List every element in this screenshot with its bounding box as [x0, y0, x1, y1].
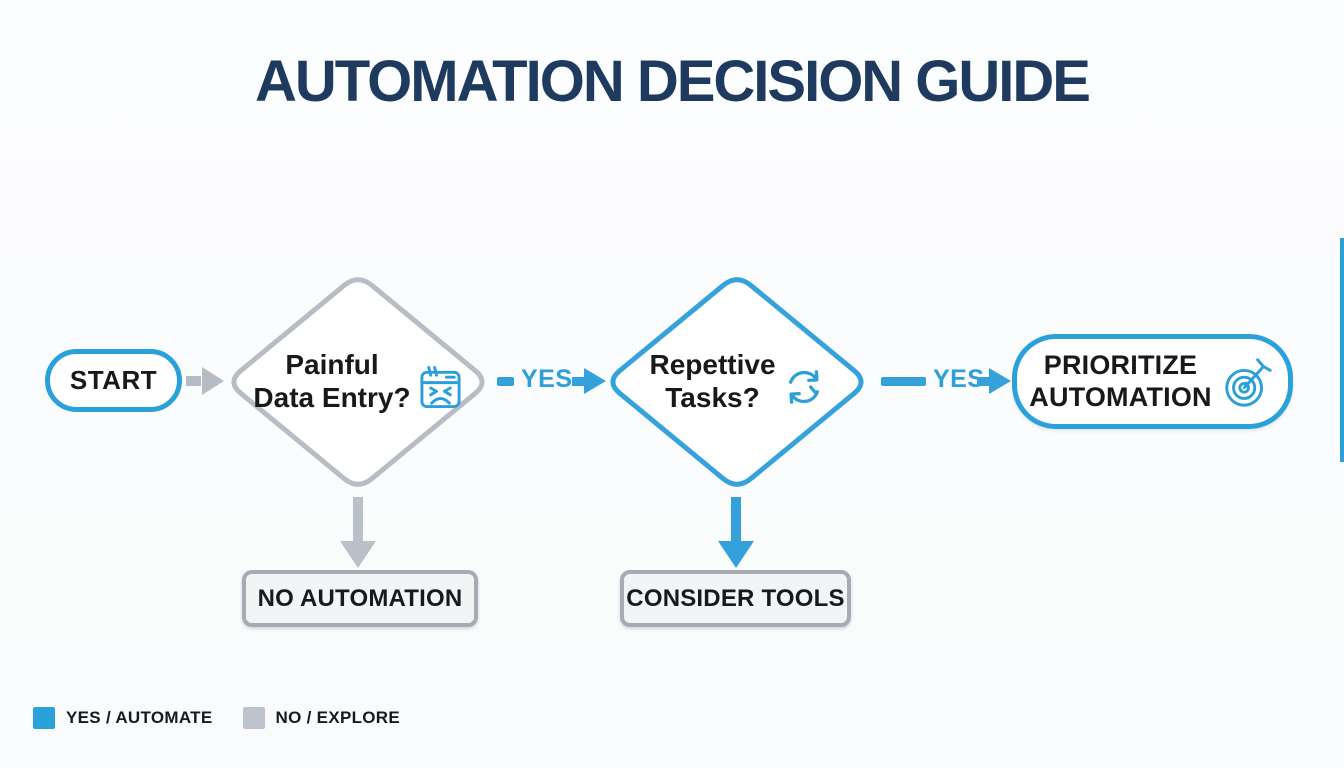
no-automation-label: NO AUTOMATION [257, 584, 463, 612]
prioritize-line2: AUTOMATION [1029, 381, 1212, 412]
start-label: START [69, 365, 158, 395]
legend-item-yes: YES / AUTOMATE [33, 707, 213, 729]
arrow-start-to-decision-icon [186, 367, 224, 395]
outcome-no-automation: NO AUTOMATION [242, 570, 478, 627]
decision-painful-data-entry-shape [231, 277, 485, 487]
legend-yes-label: YES / AUTOMATE [66, 708, 213, 727]
decision2-line1: Repettive [649, 349, 776, 381]
outcome-consider-tools: CONSIDER TOOLS [620, 570, 851, 627]
decision-painful-data-entry: Painful Data Entry? [222, 269, 494, 495]
legend-item-no: NO / EXPLORE [242, 707, 401, 729]
yes2-arrowhead-icon [977, 368, 1011, 394]
prioritize-line1: PRIORITIZE [1043, 349, 1198, 380]
yes1-arrow-dash [497, 377, 514, 386]
consider-tools-label: CONSIDER TOOLS [626, 584, 845, 612]
start-node: START [45, 349, 182, 412]
arrow-decision1-down-icon [340, 497, 376, 568]
page-title: AUTOMATION DECISION GUIDE [255, 49, 1091, 114]
refresh-cycle-icon [788, 370, 819, 404]
legend: YES / AUTOMATE NO / EXPLORE [33, 707, 400, 729]
angry-window-icon [420, 365, 461, 409]
decision1-line1: Painful [285, 349, 379, 381]
yes1-label: YES [521, 365, 573, 393]
arrow-decision2-down-icon [718, 497, 754, 568]
decision-repetitive-tasks-shape [610, 277, 864, 487]
yes2-label: YES [933, 365, 985, 393]
decision2-line2: Tasks? [665, 382, 760, 413]
legend-no-label: NO / EXPLORE [275, 708, 401, 727]
yes1-arrowhead-icon [572, 368, 606, 394]
decision-repetitive-tasks: Repettive Tasks? [601, 269, 873, 495]
legend-yes-swatch [33, 707, 55, 729]
outcome-prioritize-automation: PRIORITIZE AUTOMATION [1012, 334, 1293, 429]
target-icon [1225, 357, 1272, 407]
right-edge-accent-line [1340, 238, 1344, 462]
legend-no-swatch [242, 707, 265, 729]
yes2-arrow-dash [881, 377, 926, 386]
decision1-line2: Data Entry? [253, 382, 411, 413]
